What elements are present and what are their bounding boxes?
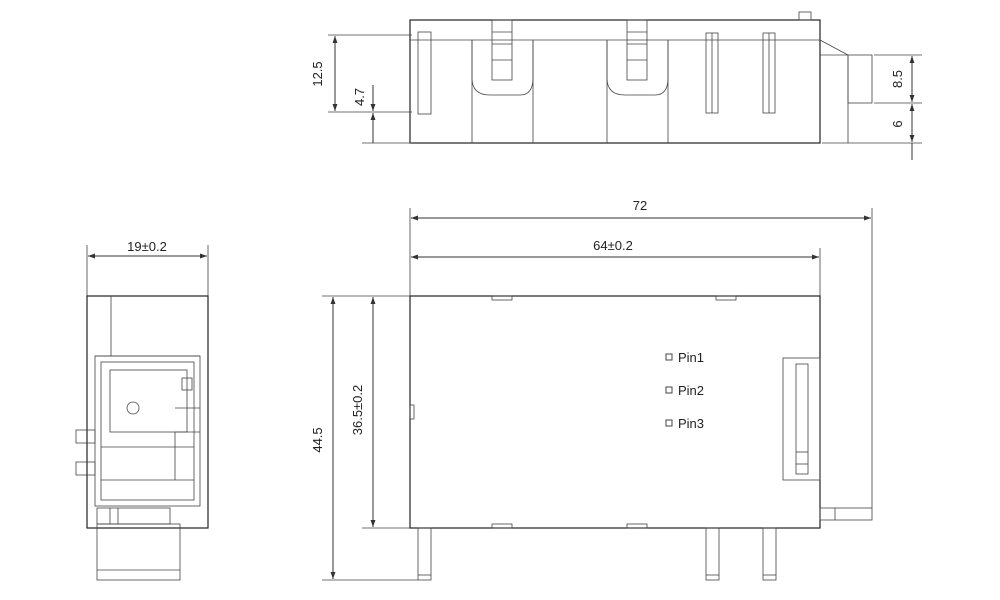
top-view-body-outline (409, 19, 821, 144)
front-view-pin-left (417, 527, 432, 581)
side-view-tab-lower (75, 461, 96, 476)
side-view-bottom-bar (96, 507, 171, 525)
side-view-body-outline (86, 295, 209, 529)
front-view: 72 64±0.2 Pin1 Pin2 Pi (310, 198, 873, 581)
pin1-label: Pin1 (678, 350, 704, 365)
side-view: 19±0.2 (75, 239, 209, 581)
pin3-marker (665, 419, 673, 427)
dim-right-bottom: 6 (890, 120, 905, 127)
dim-top-pin-height: 4.7 (352, 88, 367, 106)
pin2-marker (665, 386, 673, 394)
dim-overall-length: 72 (633, 198, 647, 213)
dim-body-height: 36.5±0.2 (350, 385, 365, 436)
top-view-side-terminal (847, 54, 873, 104)
side-view-terminal (96, 523, 181, 581)
front-view-pin-right (762, 527, 777, 581)
dim-side-width: 19±0.2 (127, 239, 167, 254)
pin3-label: Pin3 (678, 416, 704, 431)
front-view-body-outline (409, 295, 821, 529)
side-view-bracket (109, 369, 188, 433)
front-view-pin-mid (705, 527, 720, 581)
dim-overall-height: 44.5 (310, 427, 325, 452)
dim-right-top: 8.5 (890, 70, 905, 88)
pin2-label: Pin2 (678, 383, 704, 398)
top-view-tab-right (626, 19, 648, 81)
dim-top-height: 12.5 (310, 61, 325, 86)
side-view-inner-frame (94, 355, 201, 507)
front-view-connector (782, 357, 821, 481)
top-view: 12.5 4.7 8.5 6 (310, 11, 922, 160)
side-view-hole (126, 401, 140, 415)
top-view-cutout-right (606, 40, 669, 96)
front-view-side-terminal (819, 507, 873, 521)
top-view-cutout-left (471, 40, 534, 96)
top-view-tab-left (491, 19, 513, 81)
pin1-marker (665, 353, 673, 361)
side-view-tab-upper (75, 429, 96, 444)
dim-body-length: 64±0.2 (593, 238, 633, 253)
top-view-left-terminal (417, 31, 432, 115)
